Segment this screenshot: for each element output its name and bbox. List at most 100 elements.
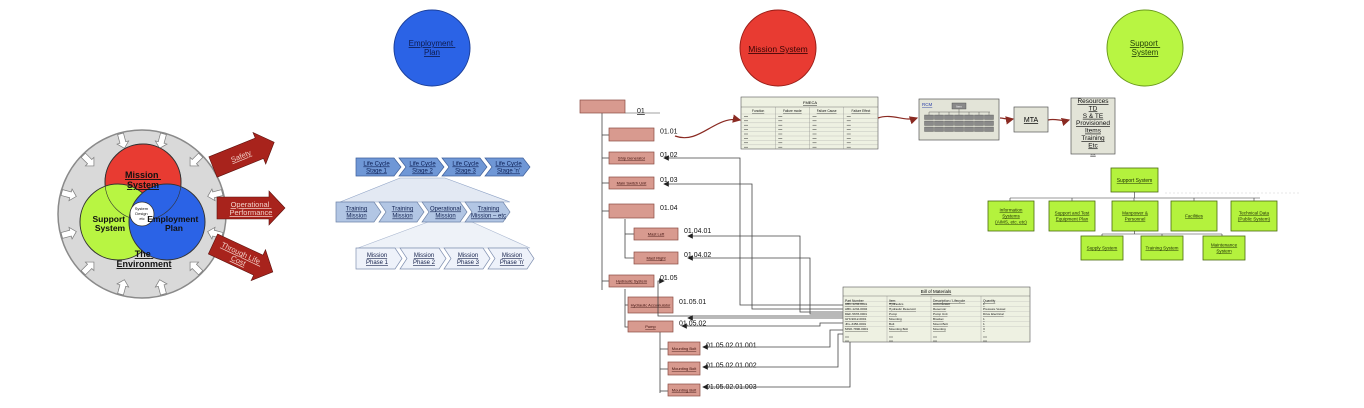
inward-arrow-icon [80,152,95,167]
mission-node-text: Hydraulic Accumulator [631,303,671,308]
employment-plan-circle [128,183,206,261]
mission-node-01-02: Ship Generator 01.02 [608,151,678,165]
inward-arrow-icon [80,261,95,276]
mission-node-code: 01.03 [660,177,678,184]
rcm-label: RCM [922,102,932,107]
bom-title: Bill of Materials [921,289,952,294]
bom-cell: Mounting [889,317,902,321]
support-node-text: Manpower &Personnel [1122,211,1148,222]
bom-cell: 1 [983,317,985,321]
inward-arrow-icon [60,226,77,240]
rcm-tree-node [974,126,984,132]
rcm-tree-node [964,120,974,126]
bom-cell: MNO-7890-0001 [845,327,868,331]
support-node-3: Manpower &Personnel [1111,200,1159,232]
bom-cell: Hydraulic Reservoir [889,307,916,311]
environment-inward-arrows [60,132,224,296]
bom-cell: GHI-9012-0001 [845,317,867,321]
stage-zoom-connector [339,177,511,203]
employment-plan-title-circle [393,9,471,87]
mission-node-code: 01.05.01 [679,299,706,306]
employment-plan-title: Employment Plan [409,39,456,57]
support-sub-node-1: Supply System [1080,235,1124,261]
fmeca-rows [741,107,878,149]
rcm-tree-node [984,114,994,120]
support-node-text: Facilities [1185,214,1204,219]
inward-arrow-icon [207,188,224,202]
support-system-title-circle [1106,9,1184,87]
rcm-tree-node [934,126,944,132]
mission-node-code: 01.04.02 [684,252,711,259]
rcm-tree-node [974,120,984,126]
mta-label: MTA [1024,117,1039,124]
bom-cell: 1 [983,322,985,326]
inward-arrow-icon [189,261,204,276]
mission-node-text: Ship Generator [618,156,646,161]
mission-node-text: Mast Right [646,256,666,261]
mission-node-text: Main Switch Unit [617,181,648,186]
bom-header-cell: Part Number [845,299,865,303]
mission-node-code: 01.01 [660,129,678,136]
mission-system-title: Mission System [748,44,808,54]
fmeca-header-cell: Failure Effect [852,109,871,113]
rcm-tree-node [964,126,974,132]
support-system-label: Support System [93,214,128,233]
support-node-5: Technical Data(Public System) [1230,200,1278,232]
support-root-node: Support System [1110,167,1159,193]
bom-header-cell: Item [889,299,896,303]
fmeca-header-cell: Function [752,109,764,113]
support-sub-node-2: Training System [1140,235,1184,261]
bom-cell: Reservoir [933,307,946,311]
safety-arrow: Safety [208,131,275,178]
rcm-tree-node [984,126,994,132]
mta-box: MTA [1013,106,1049,133]
tree-connectors [601,112,668,393]
mission-node-code: 01.05.02.01.003 [706,384,757,391]
mission-node-code: 01.02 [660,152,678,159]
rcm-mini-tree [924,109,994,132]
bom-cell: Bracket [933,317,944,321]
inward-arrow-icon [60,188,77,202]
employment-plan-label: Employment Plan [147,214,200,233]
support-sub-node-text: Supply System [1087,246,1118,251]
rcm-tree-node [934,114,944,120]
support-node-4: Facilities [1170,200,1218,232]
bom-cell: Pump [889,312,897,316]
environment-label: The Environment [116,249,171,269]
bom-cell: Pump Unit [933,312,948,316]
fmeca-title: FMECA [803,100,817,105]
mission-root-node: 01 [579,99,660,115]
root-code: 01 [637,108,645,115]
support-root-text: Support System [1117,178,1153,184]
bom-cell: Bolt [889,322,894,326]
support-node-text: Technical Data(Public System) [1238,211,1271,222]
bom-cell: ABC-1234-0001 [845,302,867,306]
operational-performance-text: Operational Performance [230,200,273,217]
mission-node-01-04: 01.04 [608,203,678,219]
bom-cell: Drive Electrical [983,312,1004,316]
mta-link-arrow [999,116,1015,125]
rcm-tree-node [944,126,954,132]
